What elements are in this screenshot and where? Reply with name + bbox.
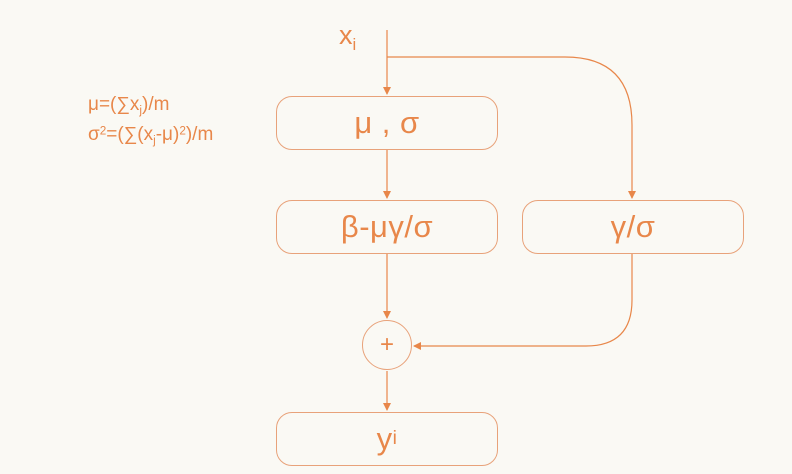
- arrow-gamma-to-plus: [413, 254, 633, 350]
- beta-term-node: β-μγ/σ: [276, 200, 498, 254]
- mu-sigma-node: μ , σ: [276, 96, 498, 150]
- variance-formula-part2: =(∑(x: [106, 124, 154, 145]
- variance-formula-part3: -μ): [155, 124, 180, 145]
- mean-formula-part1: μ=(∑x: [88, 94, 140, 115]
- variance-formula: σ2=(∑(xj-μ)2)/m: [88, 124, 213, 147]
- mean-formula-part2: )/m: [142, 94, 170, 115]
- input-x-base: x: [339, 20, 353, 50]
- input-x-subscript: i: [352, 34, 357, 54]
- output-y-subscript: i: [392, 428, 398, 449]
- mean-formula-subscript: j: [139, 104, 143, 118]
- output-y-base: y: [376, 421, 393, 456]
- sum-node: +: [362, 320, 412, 370]
- variance-formula-subscript: j: [153, 134, 156, 148]
- variance-formula-sup2: 2: [179, 124, 186, 138]
- variance-formula-sup1: 2: [99, 124, 107, 138]
- mean-formula: μ=(∑xj)/m: [88, 94, 169, 117]
- gamma-term-node: γ/σ: [522, 200, 744, 254]
- variance-formula-part4: )/m: [185, 124, 214, 145]
- input-x-label: xi: [339, 20, 356, 55]
- variance-formula-part1: σ: [88, 124, 100, 145]
